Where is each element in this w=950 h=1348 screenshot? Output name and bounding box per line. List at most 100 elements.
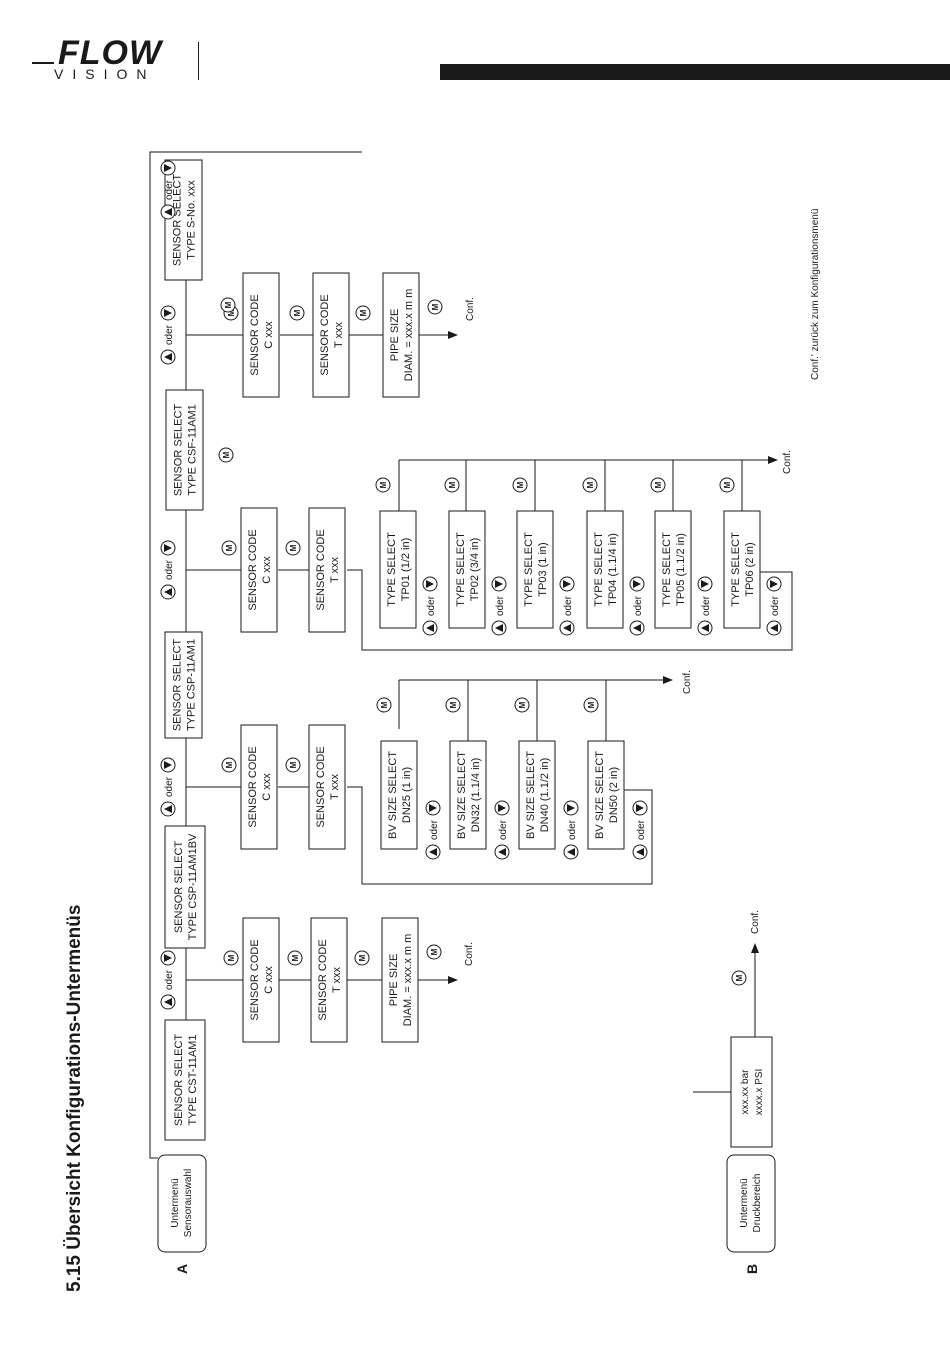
m-key-tp-3[interactable]: M [512, 477, 528, 493]
m-key-pressure[interactable]: M [731, 970, 747, 986]
down-arrow-icon[interactable] [422, 576, 438, 592]
tp-updown-5[interactable]: oder [697, 576, 713, 636]
tp-updown-6[interactable]: oder [766, 576, 782, 636]
down-arrow-icon[interactable] [632, 800, 648, 816]
up-arrow-icon[interactable] [494, 844, 510, 860]
up-arrow-icon[interactable] [160, 204, 176, 220]
m-key-bv-1[interactable]: M [376, 697, 392, 713]
m-key-bv-2[interactable]: M [445, 697, 461, 713]
down-arrow-icon[interactable] [491, 576, 507, 592]
m-key-csf[interactable]: M [218, 447, 234, 463]
up-arrow-icon[interactable] [425, 844, 441, 860]
m-key-bv-4[interactable]: M [583, 697, 599, 713]
m-key-t-4[interactable]: M [289, 305, 305, 321]
submenu-pressure-range[interactable]: Untermenü Druckbereich [726, 1154, 776, 1253]
m-key-t-2[interactable]: M [285, 757, 301, 773]
down-arrow-icon[interactable] [697, 576, 713, 592]
tp-updown-4[interactable]: oder [629, 576, 645, 636]
down-arrow-icon[interactable] [160, 757, 176, 773]
sensor-updown-4[interactable]: oder [160, 305, 176, 365]
up-arrow-icon[interactable] [697, 620, 713, 636]
m-key-c-3[interactable]: M [221, 540, 237, 556]
bv-updown-3[interactable]: oder [563, 800, 579, 860]
m-key-pre-pipe-4[interactable]: M [355, 305, 371, 321]
up-arrow-icon[interactable] [160, 994, 176, 1010]
up-arrow-icon[interactable] [491, 620, 507, 636]
m-key-tp-4[interactable]: M [582, 477, 598, 493]
sensor-updown-1[interactable]: oder [160, 950, 176, 1010]
up-arrow-icon[interactable] [629, 620, 645, 636]
down-arrow-icon[interactable] [160, 950, 176, 966]
m-key-c-1[interactable]: M [223, 950, 239, 966]
sensor-updown-2[interactable]: oder [160, 757, 176, 817]
m-key-c-2[interactable]: M [221, 757, 237, 773]
m-key-pipe-4[interactable]: M [427, 299, 443, 315]
down-arrow-icon[interactable] [563, 800, 579, 816]
down-arrow-icon[interactable] [160, 540, 176, 556]
m-key-bv-3[interactable]: M [514, 697, 530, 713]
sensor-select-1-line1: SENSOR SELECT [173, 1034, 185, 1127]
m-key-tp-6[interactable]: M [719, 477, 735, 493]
m-key-sno[interactable]: M [220, 297, 236, 313]
submenu-sensor-selection[interactable]: Untermenü Sensorauswahl [157, 1154, 207, 1253]
down-arrow-icon[interactable] [559, 576, 575, 592]
down-arrow-icon[interactable] [425, 800, 441, 816]
up-arrow-icon[interactable] [559, 620, 575, 636]
tp-updown-1[interactable]: oder [422, 576, 438, 636]
down-arrow-icon[interactable] [629, 576, 645, 592]
up-arrow-icon[interactable] [160, 349, 176, 365]
m-key-tp-2[interactable]: M [444, 477, 460, 493]
bv-updown-4[interactable]: oder [632, 800, 648, 860]
m-key-label: M [431, 303, 440, 310]
up-arrow-icon[interactable] [563, 844, 579, 860]
down-arrow-icon[interactable] [494, 800, 510, 816]
tp-updown-3[interactable]: oder [559, 576, 575, 636]
sensor-select-2-line2: TYPE CSP-11AM1BV [187, 833, 199, 940]
m-key-tp-1[interactable]: M [375, 477, 391, 493]
up-arrow-icon[interactable] [766, 620, 782, 636]
up-arrow-icon[interactable] [160, 801, 176, 817]
m-key-t-1[interactable]: M [287, 950, 303, 966]
down-arrow-icon[interactable] [160, 305, 176, 321]
m-key-pipe-1[interactable]: M [426, 944, 442, 960]
m-key-pre-pipe-1[interactable]: M [354, 950, 370, 966]
up-arrow-icon[interactable] [632, 844, 648, 860]
up-arrow-icon[interactable] [422, 620, 438, 636]
tp-updown-2[interactable]: oder [491, 576, 507, 636]
m-key-tp-5[interactable]: M [650, 477, 666, 493]
bv-updown-1[interactable]: oder [425, 800, 441, 860]
sensor-updown-5[interactable]: oder [160, 160, 176, 220]
up-arrow-icon[interactable] [160, 584, 176, 600]
m-key-t-3[interactable]: M [285, 540, 301, 556]
sensor-updown-3[interactable]: oder [160, 540, 176, 600]
down-arrow-icon[interactable] [160, 160, 176, 176]
m-key-label: M [380, 701, 389, 708]
down-arrow-icon[interactable] [766, 576, 782, 592]
bv-updown-2[interactable]: oder [494, 800, 510, 860]
